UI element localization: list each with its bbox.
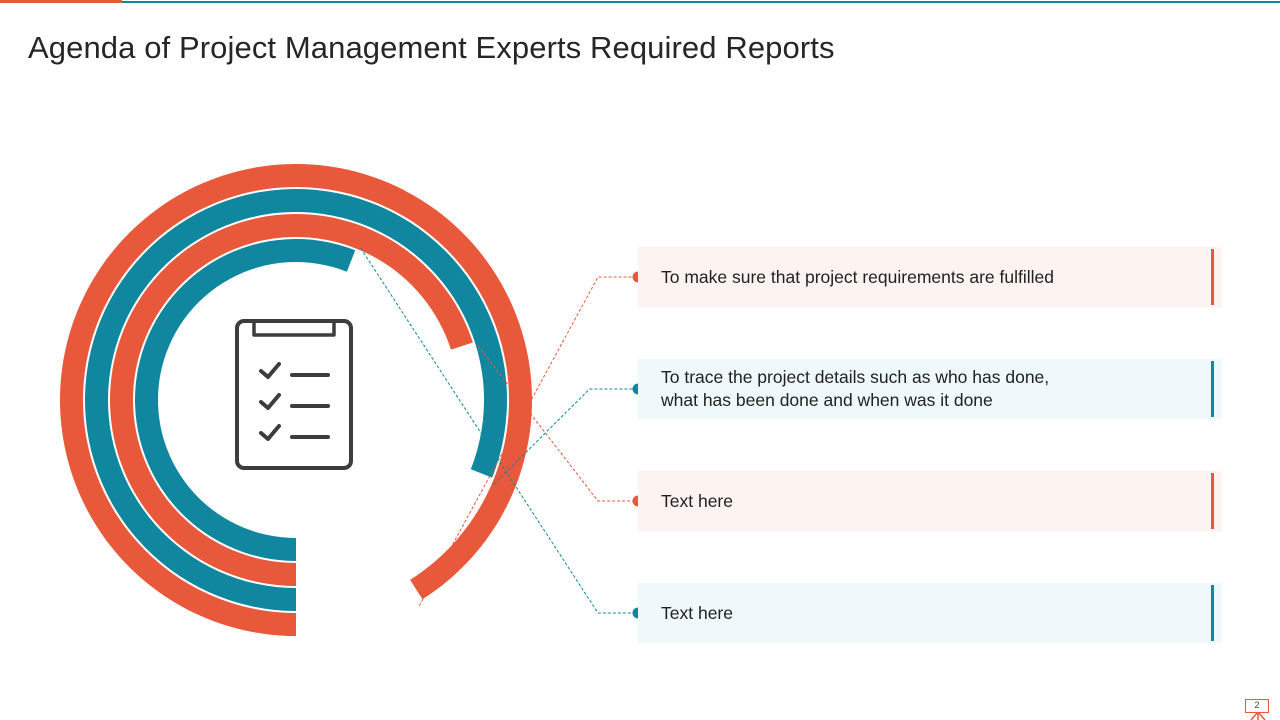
agenda-item-text: Text here xyxy=(661,602,733,623)
agenda-item-accent-bar xyxy=(1211,473,1214,529)
agenda-item-4: Text here xyxy=(638,583,1222,643)
agenda-item-accent-bar xyxy=(1211,361,1214,417)
agenda-arc-3 xyxy=(110,214,473,587)
agenda-item-text: To make sure that project requirements a… xyxy=(661,266,1054,287)
clipboard-checklist-icon xyxy=(235,319,353,470)
connector-line-2 xyxy=(493,388,638,485)
top-accent-bar xyxy=(0,0,122,3)
agenda-item-1: To make sure that project requirements a… xyxy=(638,247,1222,307)
agenda-item-accent-bar xyxy=(1211,249,1214,305)
agenda-item-2: To trace the project details such as who… xyxy=(638,359,1222,419)
agenda-item-text: To trace the project details such as who… xyxy=(661,367,1050,410)
connector-line-1 xyxy=(418,276,638,607)
top-rule-line xyxy=(122,1,1280,3)
presentation-stand-icon xyxy=(1250,712,1266,720)
agenda-item-accent-bar xyxy=(1211,585,1214,641)
agenda-item-text: Text here xyxy=(661,490,733,511)
slide-number: 2 xyxy=(1245,699,1269,713)
agenda-item-3: Text here xyxy=(638,471,1222,531)
connector-line-3 xyxy=(477,345,638,502)
connector-line-4 xyxy=(360,247,638,614)
page-title: Agenda of Project Management Experts Req… xyxy=(28,30,835,65)
